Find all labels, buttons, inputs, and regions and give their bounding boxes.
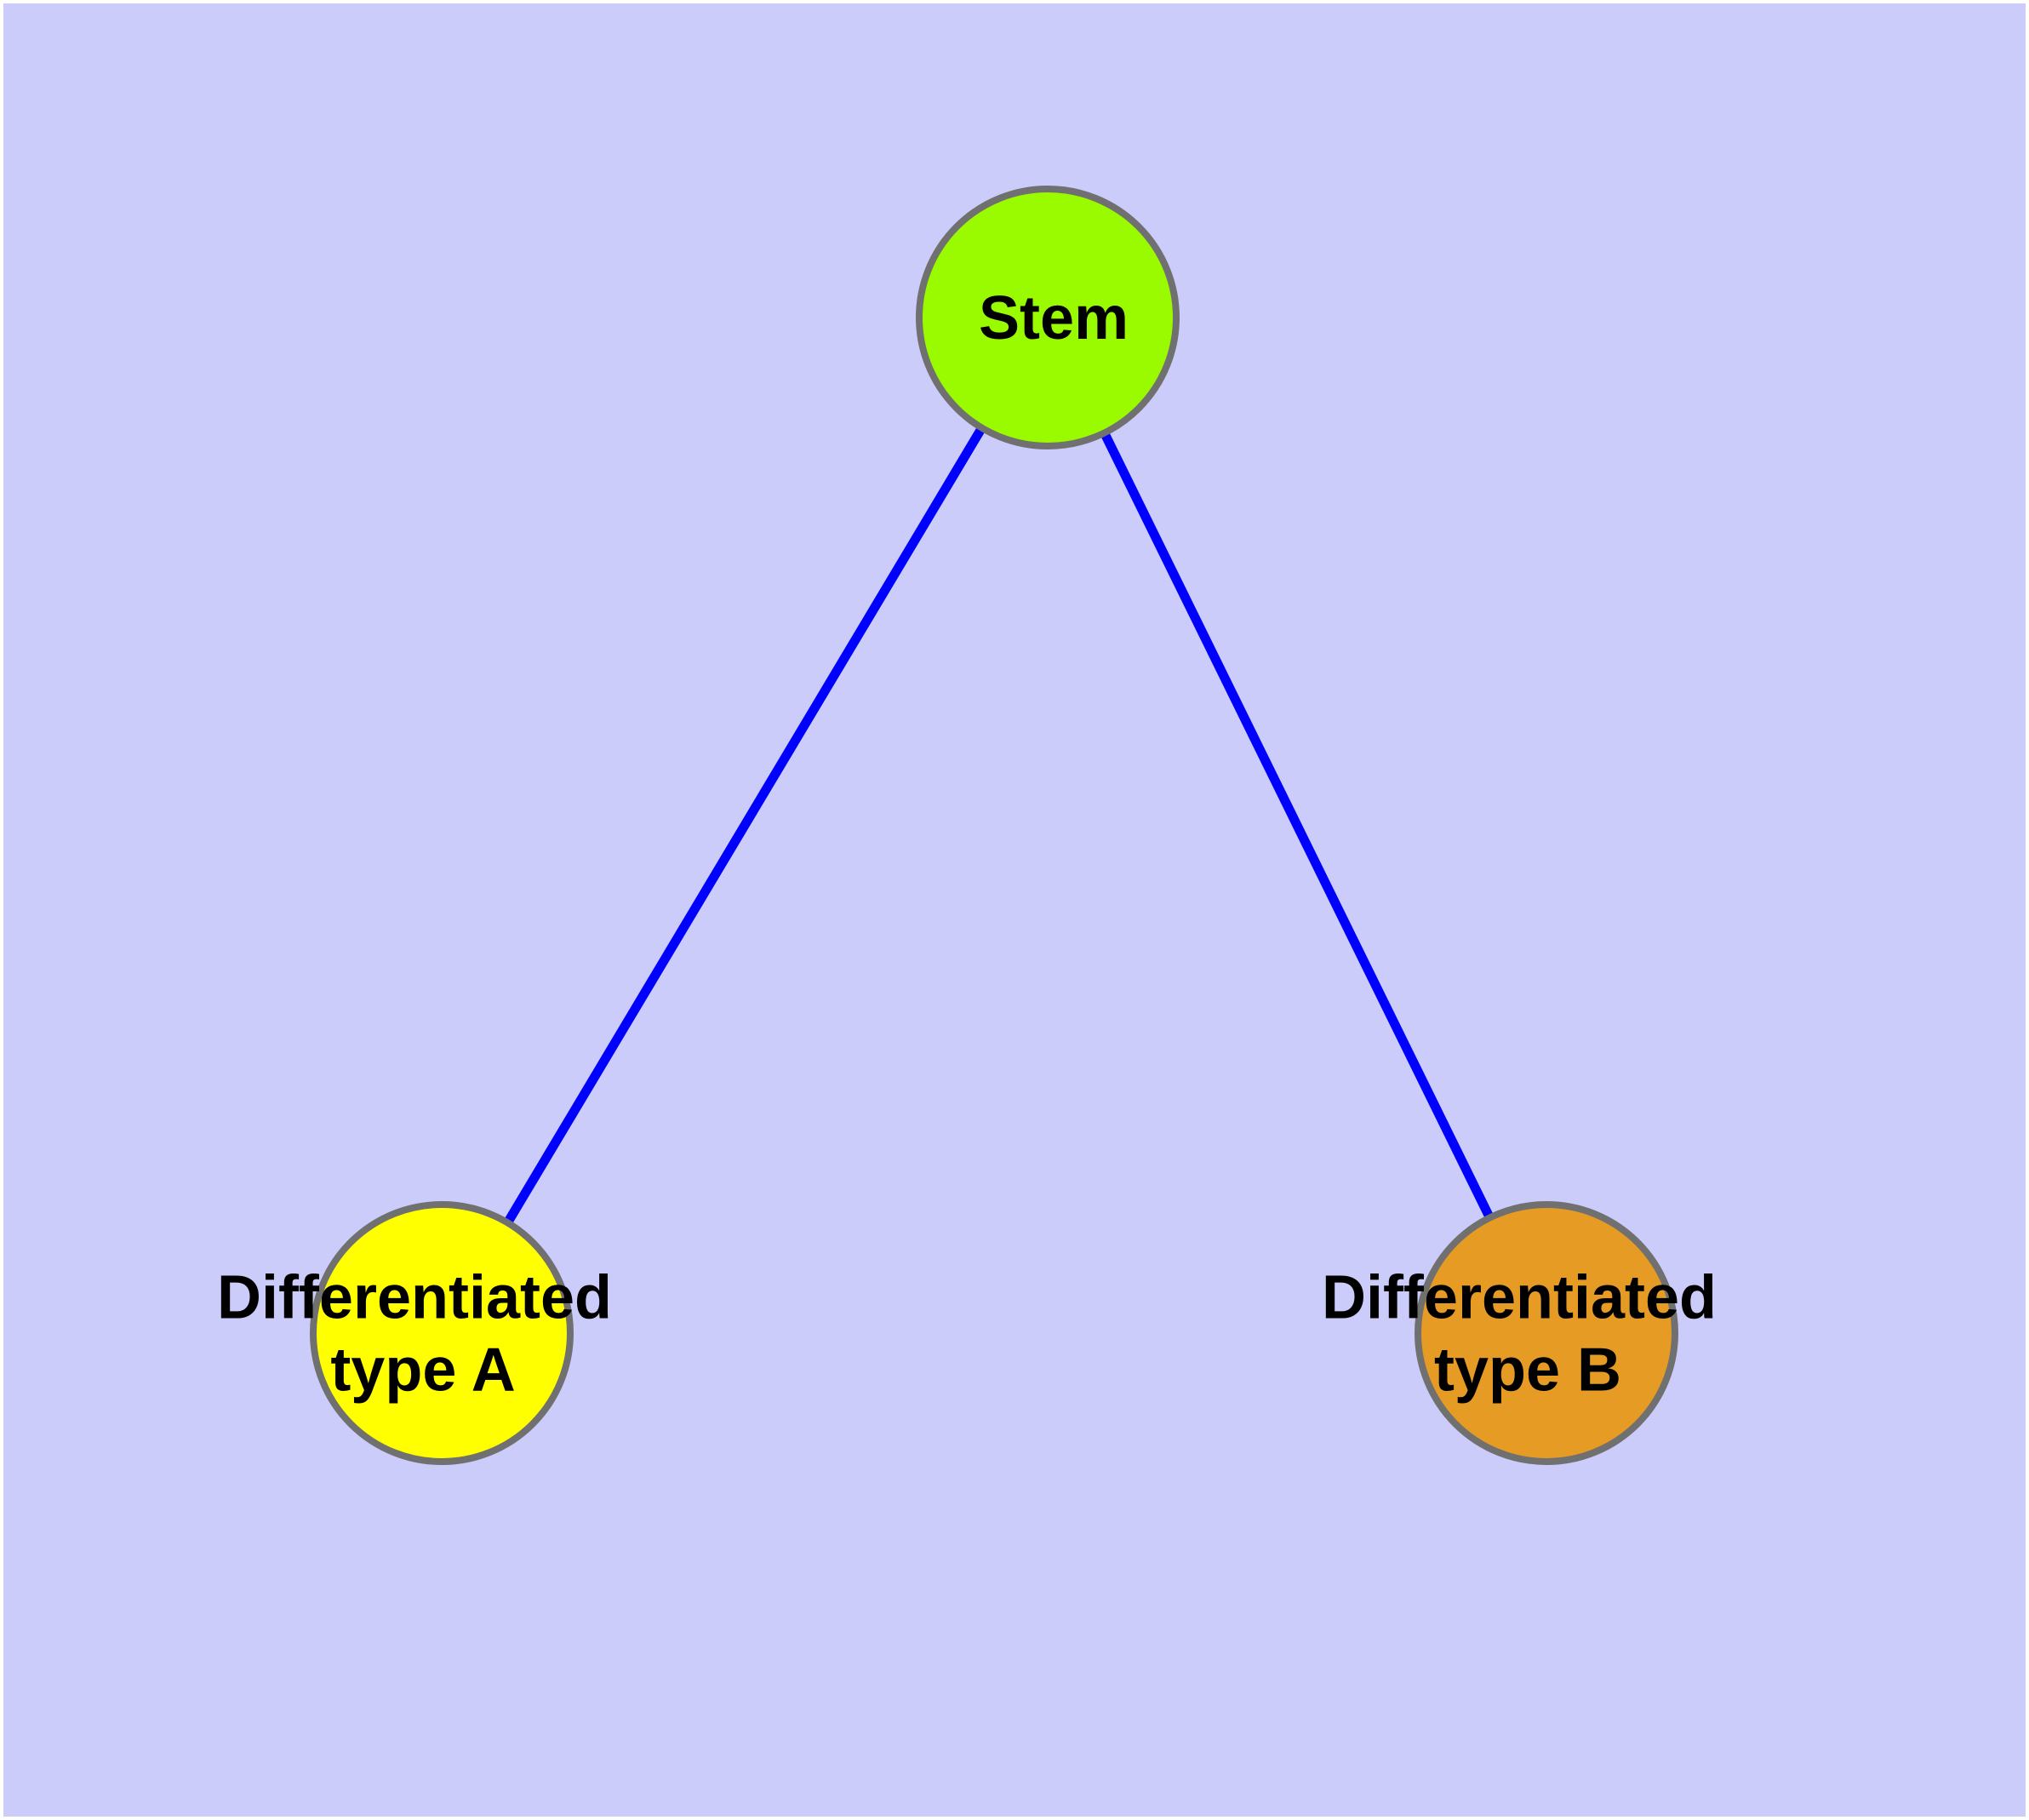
node-stem[interactable]: Stem [916,186,1180,449]
node-differentiated-type-b-circle[interactable] [1415,1201,1678,1465]
node-stem-label: Stem [979,284,1129,352]
node-differentiated-type-a-label: Differentiated type A [217,1264,629,1405]
node-differentiated-type-a-circle[interactable] [310,1201,574,1465]
node-differentiated-type-a[interactable]: Differentiated type A [217,1201,629,1465]
node-differentiated-type-b-label-line-1: Differentiated [1322,1264,1717,1332]
node-differentiated-type-b[interactable]: Differentiated type B [1322,1201,1734,1465]
node-differentiated-type-a-label-line-2: type A [330,1336,515,1405]
edge-stem-to-differentiated-type-b[interactable] [1043,315,1551,1336]
node-stem-label-line-1: Stem [979,284,1129,352]
node-layer: Stem Differentiated type A Differentiate… [217,186,1734,1465]
node-differentiated-type-b-label: Differentiated type B [1322,1264,1734,1405]
edge-stem-to-differentiated-type-a[interactable] [437,315,1052,1336]
edge-layer [437,315,1551,1336]
node-differentiated-type-b-label-line-2: type B [1434,1336,1621,1405]
node-differentiated-type-a-label-line-1: Differentiated [217,1264,612,1332]
node-stem-circle[interactable] [916,186,1180,449]
